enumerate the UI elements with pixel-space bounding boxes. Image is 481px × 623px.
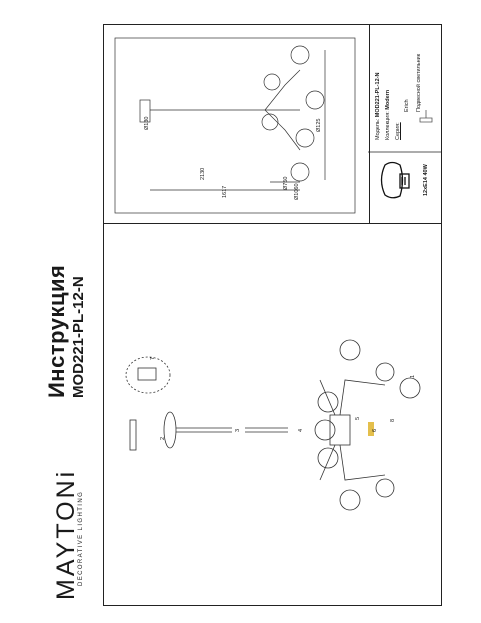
globe [339,489,361,511]
dim-label-1: Ø750 [283,176,289,190]
terminal-block [137,367,157,381]
callout-8: 8 [390,418,396,422]
tech-globe [290,162,310,182]
tech-arm-1 [264,69,301,111]
tech-globe [305,90,325,110]
bulb-icon [380,161,410,199]
canopy [163,411,177,449]
callout-6: 6 [372,428,378,432]
assembly-drawing [125,339,421,511]
detail-bubble [125,356,171,394]
globe [399,377,421,399]
tech-globe [290,45,310,65]
tech-drawing-frame [114,37,356,214]
dim-label-2: Ø1060 [294,183,300,200]
dim-label-4: Ø130 [144,116,150,130]
callout-3: 3 [235,428,241,432]
globe [375,362,395,382]
arm [319,379,336,416]
callout-1: 1 [410,374,416,378]
document-frame [103,24,442,606]
ceiling-plate [129,419,137,451]
callout-2: 2 [160,436,166,440]
accent-part [368,422,374,436]
callout-7: 7 [150,356,156,360]
globe [317,447,339,469]
arm [319,444,336,481]
globe [314,419,336,441]
tech-globe [261,113,279,131]
globe [317,391,339,413]
arm [339,444,386,481]
tech-arm-2 [264,109,301,151]
tech-globe [263,73,281,91]
globe [339,339,361,361]
callout-5: 5 [355,416,361,420]
dim-label-3: 1617 [222,185,228,198]
frame-divider-info [369,25,370,223]
tech-canopy [139,99,151,123]
tech-globe [295,128,315,148]
dim-label-5: 2130 [200,167,206,180]
callout-4: 4 [298,428,304,432]
arm [339,379,386,416]
body-hub [329,414,351,446]
pendant-icon [419,110,433,123]
frame-divider-main [104,223,441,224]
globe [375,478,395,498]
dim-label-6: Ø125 [316,118,322,132]
